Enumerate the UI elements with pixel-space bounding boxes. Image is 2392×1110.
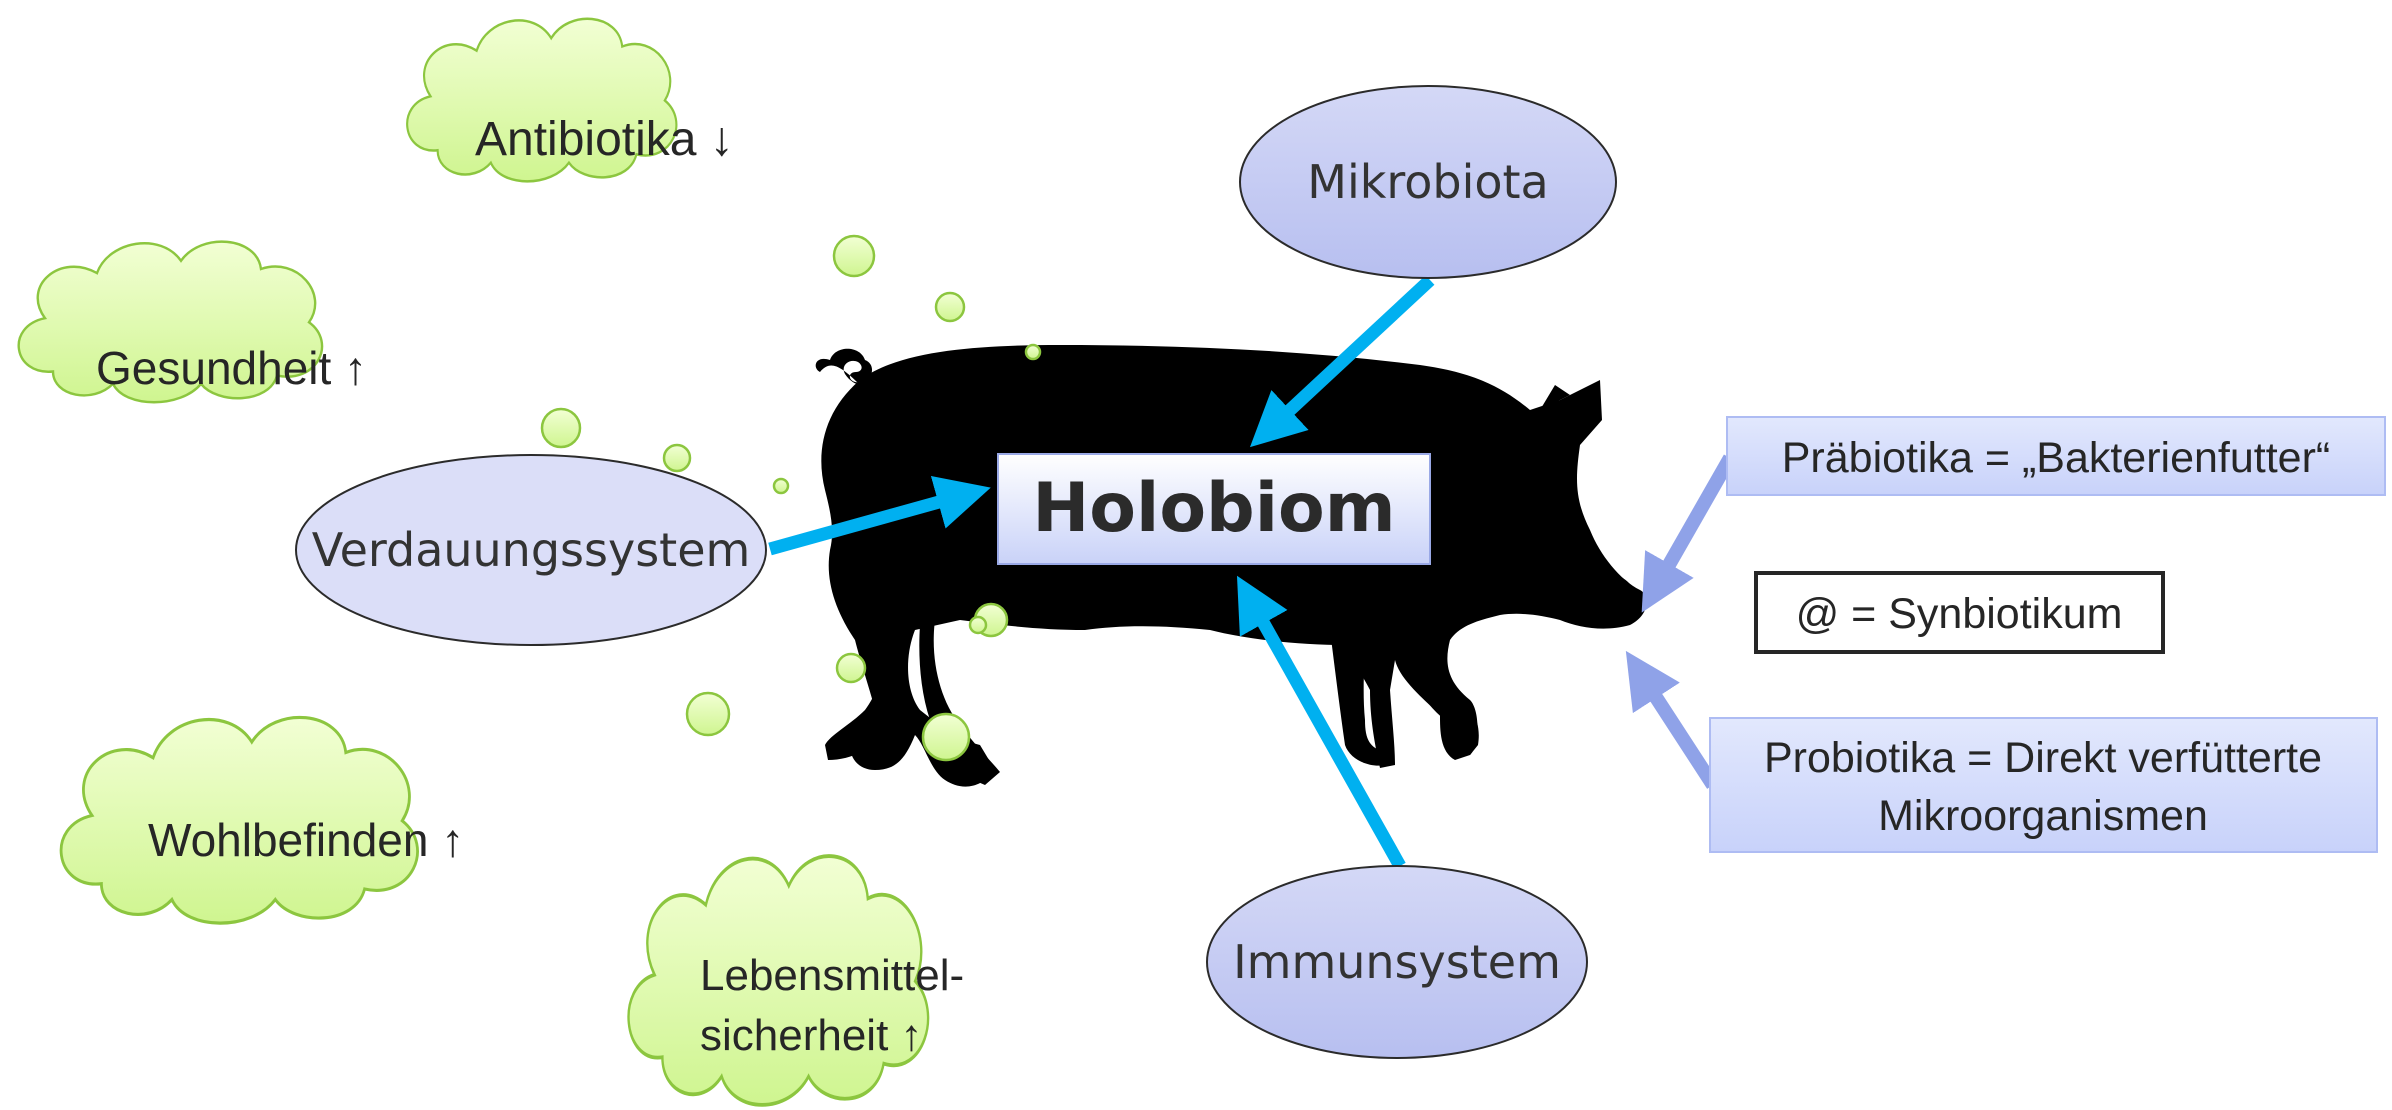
cloud-wellbeing: Wohlbefinden ↑ [61, 717, 464, 923]
ellipse-microbiota: Mikrobiota [1240, 86, 1616, 278]
bubble [923, 714, 969, 760]
prebiotics-box: Präbiotika = „Bakterienfutter“ [1727, 417, 2385, 495]
probiotics-line2: Mikroorganismen [1878, 792, 2208, 840]
bubble [936, 293, 964, 321]
prebiotics-label: Präbiotika = „Bakterienfutter“ [1782, 434, 2331, 482]
bubble [542, 409, 580, 447]
ellipse-immune: Immunsystem [1207, 866, 1587, 1058]
cloud-health-label: Gesundheit ↑ [96, 342, 367, 394]
bubble [687, 693, 729, 735]
bubble [774, 479, 788, 493]
cloud-wellbeing-label: Wohlbefinden ↑ [148, 814, 464, 866]
bubble [664, 445, 690, 471]
arrow-probiotics-to-pig [1635, 665, 1713, 785]
bubble [1026, 345, 1040, 359]
bubble [970, 617, 986, 633]
ellipse-microbiota-label: Mikrobiota [1307, 155, 1549, 209]
holobiom-label: Holobiom [1032, 469, 1395, 548]
cloud-food-safety-line2: sicherheit ↑ [700, 1011, 923, 1060]
ellipse-immune-label: Immunsystem [1233, 935, 1561, 989]
holobiom-box: Holobiom [998, 454, 1430, 564]
synbiotic-box: @ = Synbiotikum [1756, 573, 2163, 652]
cloud-antibiotics-label: Antibiotika ↓ [475, 113, 734, 166]
synbiotic-label: @ = Synbiotikum [1796, 590, 2123, 638]
cloud-food-safety: Lebensmittel- sicherheit ↑ [629, 856, 965, 1105]
probiotics-box: Probiotika = Direkt verfütterte Mikroorg… [1710, 718, 2377, 852]
arrow-prebiotics-to-pig [1650, 458, 1730, 598]
ellipse-digestive-label: Verdauungssystem [312, 523, 751, 577]
bubble [837, 654, 865, 682]
cloud-health: Gesundheit ↑ [19, 242, 367, 403]
ellipse-digestive: Verdauungssystem [296, 455, 766, 645]
pig-snout [1600, 570, 1634, 617]
cloud-antibiotics: Antibiotika ↓ [407, 19, 734, 182]
probiotics-line1: Probiotika = Direkt verfütterte [1764, 734, 2322, 782]
bubble [834, 236, 874, 276]
cloud-food-safety-line1: Lebensmittel- [700, 951, 964, 1000]
